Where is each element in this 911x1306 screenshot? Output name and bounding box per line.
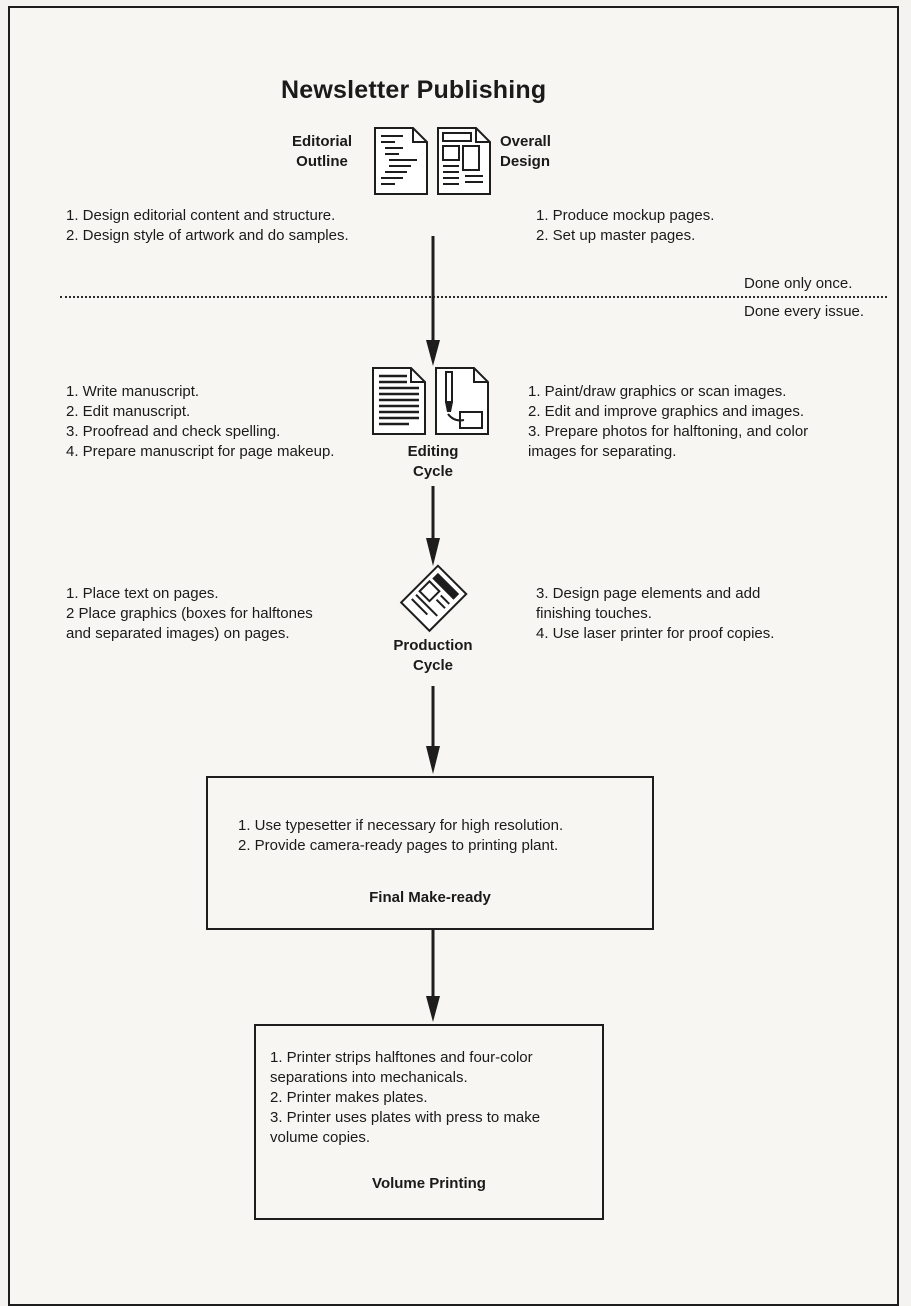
done-every-issue-label: Done every issue. [744, 303, 865, 320]
list-item: 2 Place graphics (boxes for halftones [66, 605, 313, 622]
editorial-outline-document-icon [374, 127, 428, 195]
list-item: 3. Proofread and check spelling. [66, 423, 281, 440]
final-make-ready-box: 1. Use typesetter if necessary for high … [206, 776, 654, 930]
list-item: 2. Provide camera-ready pages to printin… [238, 837, 559, 854]
production-steps-right: 3. Design page elements and add finishin… [536, 584, 774, 644]
list-item: 3. Design page elements and add [536, 585, 761, 602]
list-item: finishing touches. [536, 605, 652, 622]
list-item: 1. Printer strips halftones and four-col… [270, 1049, 533, 1066]
list-item: and separated images) on pages. [66, 625, 290, 642]
graphics-paintbrush-icon [435, 367, 489, 435]
manuscript-page-icon [372, 367, 426, 435]
design-steps-left: 1. Design editorial content and structur… [66, 206, 349, 246]
list-item: separations into mechanicals. [270, 1069, 468, 1086]
list-item: 1. Design editorial content and structur… [66, 207, 336, 224]
production-layout-icon [399, 564, 468, 633]
overall-design-label: Overall Design [500, 133, 551, 170]
production-cycle-label: Production Cycle [393, 637, 473, 674]
volume-printing-steps: 1. Printer strips halftones and four-col… [270, 1048, 540, 1148]
list-item: volume copies. [270, 1129, 371, 1146]
editing-cycle-label: Editing Cycle [407, 443, 459, 480]
overall-design-layout-icon [437, 127, 491, 195]
final-make-ready-label: Final Make-ready [369, 889, 491, 906]
list-item: 4. Use laser printer for proof copies. [536, 625, 775, 642]
final-make-ready-steps: 1. Use typesetter if necessary for high … [238, 816, 563, 856]
list-item: 1. Paint/draw graphics or scan images. [528, 383, 787, 400]
diagram-title: Newsletter Publishing [281, 76, 547, 104]
list-item: 1. Use typesetter if necessary for high … [238, 817, 564, 834]
list-item: 2. Printer makes plates. [270, 1089, 428, 1106]
volume-printing-box: 1. Printer strips halftones and four-col… [254, 1024, 604, 1220]
list-item: 3. Printer uses plates with press to mak… [270, 1109, 541, 1126]
list-item: 1. Write manuscript. [66, 383, 200, 400]
list-item: 3. Prepare photos for halftoning, and co… [528, 423, 809, 440]
list-item: 2. Set up master pages. [536, 227, 696, 244]
list-item: 4. Prepare manuscript for page makeup. [66, 443, 335, 460]
design-steps-right: 1. Produce mockup pages. 2. Set up maste… [536, 206, 714, 246]
volume-printing-label: Volume Printing [372, 1175, 486, 1192]
done-once-label: Done only once. [744, 275, 853, 292]
production-steps-left: 1. Place text on pages. 2 Place graphics… [66, 584, 313, 644]
editorial-outline-label: Editorial Outline [291, 133, 352, 170]
list-item: 2. Design style of artwork and do sample… [66, 227, 349, 244]
editing-steps-left: 1. Write manuscript. 2. Edit manuscript.… [66, 382, 334, 462]
list-item: 2. Edit manuscript. [66, 403, 191, 420]
list-item: images for separating. [528, 443, 677, 460]
list-item: 1. Produce mockup pages. [536, 207, 715, 224]
list-item: 2. Edit and improve graphics and images. [528, 403, 804, 420]
once-every-issue-divider [60, 296, 887, 298]
editing-steps-right: 1. Paint/draw graphics or scan images. 2… [528, 382, 808, 462]
list-item: 1. Place text on pages. [66, 585, 219, 602]
